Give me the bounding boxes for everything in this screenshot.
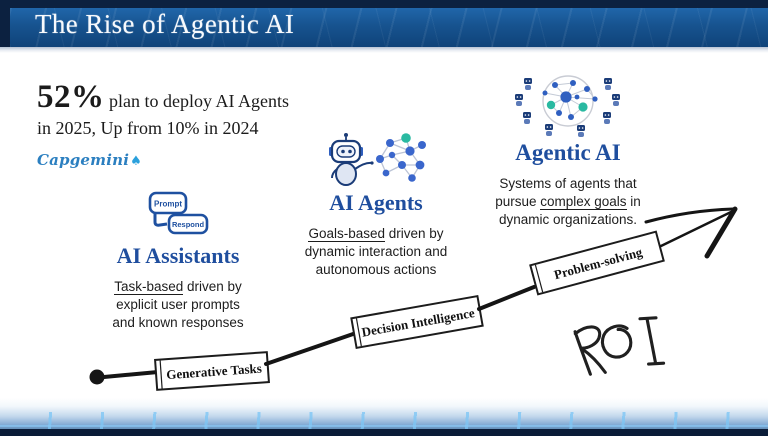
stage-description: Systems of agents that pursue complex go… [495,176,641,227]
bubble-prompt-label: Prompt [154,200,182,209]
milestone-label: Generative Tasks [166,361,263,383]
mini-robot-icons [515,78,620,137]
header-bar: The Rise of Agentic AI [0,0,768,53]
stat-line-1-text: plan to deploy AI Agents [104,91,289,111]
stage-description: Goals-based driven by dynamic interactio… [304,226,448,277]
stage-title: AI Assistants [116,243,240,268]
stage-title: Agentic AI [515,140,621,165]
agent-network-icon [515,75,620,137]
milestone-box-problem-solving: Problem-solving [529,230,665,296]
stage-ai-assistants: Prompt Respond AI Assistants Task-based … [92,190,264,332]
stat-block: 52% plan to deploy AI Agents in 2025, Up… [37,79,289,170]
prompt-respond-chat-icon: Prompt Respond [148,191,209,235]
start-dot [89,369,105,385]
stage-agentic-ai: Agentic AI Systems of agents that pursue… [476,73,660,229]
footer-navy-strip [0,429,768,436]
milestone-label: Decision Intelligence [360,305,476,340]
page-title: The Rise of Agentic AI [35,9,295,39]
stage-description: Task-based driven by explicit user promp… [112,279,244,330]
stage-ai-agents: AI Agents Goals-based driven by dynamic … [287,131,465,279]
milestone-box-decision-intelligence: Decision Intelligence [350,294,484,350]
footer-grid [0,398,768,436]
header-divider [0,47,768,53]
stage-title: AI Agents [329,190,423,215]
bubble-respond-label: Respond [172,220,205,229]
robot-network-icon [329,133,426,186]
stat-line-2: in 2025, Up from 10% in 2024 [37,118,259,138]
milestone-box-generative-tasks: Generative Tasks [154,351,270,391]
capgemini-logo-text: Capgemini [37,151,130,169]
capgemini-logo: Capgemini♠ [37,151,289,169]
roi-handwritten-text: ROI [573,316,666,376]
stat-line-1: 52% plan to deploy AI Agents [37,79,289,116]
header-band [10,8,768,47]
spade-icon: ♠ [130,154,143,169]
milestone-label: Problem-solving [552,244,644,282]
stat-value: 52% [37,79,105,115]
roi-label: ROI [576,318,660,376]
